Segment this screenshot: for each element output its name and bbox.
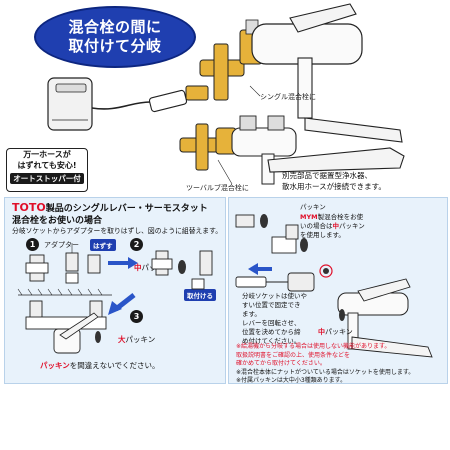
toto-title-rest: 製品のシングルレバー・サーモスタット (45, 204, 208, 214)
socket-line2: すい位置で固定でき (242, 301, 301, 309)
adapter-label: アダプター (44, 241, 79, 249)
remove-tag: はずす (90, 239, 116, 251)
toto-brand: TOTO (12, 201, 46, 214)
brass-fittings-two-valve (179, 123, 237, 171)
hose-and-socket (235, 272, 315, 292)
mym-brand: MYM (300, 213, 318, 221)
naka-char: 中 (134, 263, 142, 272)
toto-subtitle: 分岐ソケットからアダプターを取りはずし、図のように組替えます。 (12, 227, 223, 235)
large-packing-label: 大パッキン (118, 334, 155, 345)
note-item-1: ※給湯機から分岐する場合は使用しない機能があります。 (236, 343, 391, 350)
packing2-text: パッキン (125, 335, 156, 344)
toto-title: TOTO製品のシングルレバー・サーモスタット (12, 201, 208, 214)
water-purifier-illustration (47, 77, 151, 131)
right-packing: パッキン (325, 328, 353, 336)
step1-parts (25, 243, 101, 284)
socket-line1: 分岐ソケットは使いや (242, 292, 307, 300)
step-1-marker: 1 (26, 238, 39, 251)
mym-line1-post: 製混合栓をお使 (317, 213, 364, 221)
two-valve-faucet (231, 115, 405, 185)
exploded-parts (235, 214, 333, 278)
mym-diagram (235, 214, 433, 358)
mym-faucet (337, 278, 433, 358)
auto-stopper-callout: 万一ホースが はずれても安心! オートストッパー付 (6, 148, 88, 192)
note-line2: 散水用ホースが接続できます。 (282, 182, 386, 191)
mym-line2-red: 中 (332, 222, 340, 230)
mym-note: MYM製混合栓をお使 いの場合は中パッキン を使用します。 (300, 213, 365, 240)
faucet-illustration (47, 3, 405, 185)
packing-warning: パッキンを間違えないでください。 (40, 360, 160, 371)
socket-note: 分岐ソケットは使いや すい位置で固定でき ます。 レバーを回転させ、 位置を決め… (242, 292, 307, 346)
label-two-valve: ツーバルブ混合栓に (186, 184, 249, 192)
single-lever-faucet (251, 3, 403, 143)
wall-hatch (17, 288, 112, 296)
notes-list: ※給湯機から分岐する場合は使用しない機能があります。 取扱説明書をご確認の上、使… (236, 343, 414, 386)
brass-fittings-single (199, 19, 263, 101)
note-line1: 別売部品で据置型浄水器、 (282, 171, 372, 180)
mym-line2-post: パッキン (339, 222, 365, 230)
right-naka: 中 (318, 328, 325, 336)
title-badge: 混合栓の間に 取付けて分岐 (34, 6, 196, 68)
dai-char: 大 (118, 335, 126, 344)
socket-line4: レバーを回転させ、 (242, 319, 301, 327)
stopper-line1: 万一ホースが (23, 150, 71, 159)
mym-line2-pre: いの場合は (300, 222, 333, 230)
medium-packing-label-right: 中パッキン (318, 328, 353, 337)
socket-line3: ます。 (242, 310, 261, 318)
title-line1: 混合栓の間に (68, 18, 162, 36)
note-item-4: ※混合栓本体にナットがついている場合はソケットを使用します。 (236, 368, 415, 376)
socket-line6: め付けてください。 (242, 337, 301, 345)
step-2-marker: 2 (130, 238, 143, 251)
attach-tag: 取付ける (184, 289, 216, 301)
step3-faucet (25, 300, 107, 354)
hose-connector (148, 85, 209, 113)
warning-rest: を間違えないでください。 (69, 361, 160, 370)
warning-red: パッキン (40, 361, 70, 370)
toto-title-line2: 混合栓をお使いの場合 (12, 216, 103, 226)
note-item-3: 確かめてから取付けてください。 (236, 360, 326, 367)
step2-parts (151, 250, 213, 290)
note-item-2: 取扱説明書をご確認の上、使用条件などを (236, 351, 351, 359)
socket-line5: 位置を決めてから締 (242, 328, 301, 336)
title-line2: 取付けて分岐 (68, 37, 162, 55)
optional-parts-note: 別売部品で据置型浄水器、 散水用ホースが接続できます。 (282, 170, 386, 192)
toto-diagram (17, 243, 213, 354)
note-item-5: ※付属パッキンは大中小3種類あります。 (236, 377, 347, 384)
packing-label-top: パッキン (300, 203, 326, 211)
stopper-badge: オートストッパー付 (10, 173, 84, 184)
step-3-marker: 3 (130, 310, 143, 323)
label-single-lever: シングル混合栓に (260, 93, 316, 101)
stopper-line2: はずれても安心! (17, 161, 77, 170)
mym-line3: を使用します。 (300, 231, 345, 239)
